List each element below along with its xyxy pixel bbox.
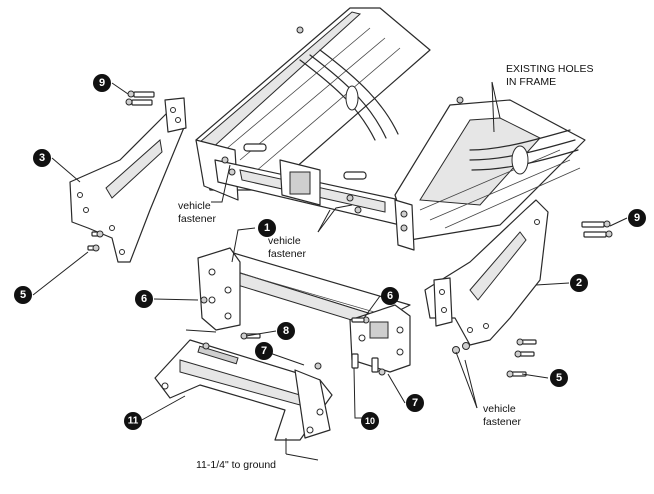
callout-7-right: 7: [406, 394, 424, 412]
existing-holes-label-line1: EXISTING HOLES: [506, 63, 594, 75]
vehicle-frame: [195, 7, 586, 251]
callout-9-right: 9: [628, 209, 646, 227]
vehicle-fastener-left-label-line2: fastener: [178, 213, 216, 225]
callout-6-right: 6: [381, 287, 399, 305]
callout-7-right-number: 7: [412, 397, 418, 409]
existing-holes-label-line2: IN FRAME: [506, 76, 556, 88]
callout-5-left-number: 5: [20, 289, 26, 301]
lower-mount-frame: [154, 339, 333, 441]
callout-7-left: 7: [255, 342, 273, 360]
callout-6-left-number: 6: [141, 293, 147, 305]
callout-2-number: 2: [576, 277, 582, 289]
callout-6-left: 6: [135, 290, 153, 308]
callout-10-number: 10: [365, 416, 375, 426]
ground-clearance-label: 11-1/4" to ground: [196, 459, 276, 471]
callout-3: 3: [33, 149, 51, 167]
vehicle-fastener-center-label-line1: vehicle: [268, 235, 301, 247]
callout-6-right-number: 6: [387, 290, 393, 302]
callout-11: 11: [124, 412, 142, 430]
callout-5-left: 5: [14, 286, 32, 304]
callout-5-right-number: 5: [556, 372, 562, 384]
callout-8-number: 8: [283, 325, 289, 337]
callout-11-number: 11: [128, 416, 139, 427]
right-side-bracket: [424, 199, 549, 346]
callout-5-right: 5: [550, 369, 568, 387]
callout-9-left-number: 9: [99, 77, 105, 89]
callout-1-number: 1: [264, 222, 270, 234]
callout-9-left: 9: [93, 74, 111, 92]
callout-2: 2: [570, 274, 588, 292]
callout-3-number: 3: [39, 152, 45, 164]
callout-8: 8: [277, 322, 295, 340]
vehicle-fastener-right-label-line1: vehicle: [483, 403, 516, 415]
left-side-bracket: [69, 97, 187, 263]
bolt-set-9-right: [581, 220, 613, 238]
text-labels: EXISTING HOLES IN FRAME vehicle fastener…: [178, 63, 594, 471]
callout-10: 10: [361, 412, 379, 430]
callout-1: 1: [258, 219, 276, 237]
vehicle-fastener-right-label-line2: fastener: [483, 416, 521, 428]
callout-9-right-number: 9: [634, 212, 640, 224]
bolt-set-9-left: [125, 90, 155, 106]
vehicle-fastener-center-label-line2: fastener: [268, 248, 306, 260]
callout-7-left-number: 7: [261, 345, 267, 357]
vehicle-fastener-left-label-line1: vehicle: [178, 200, 211, 212]
